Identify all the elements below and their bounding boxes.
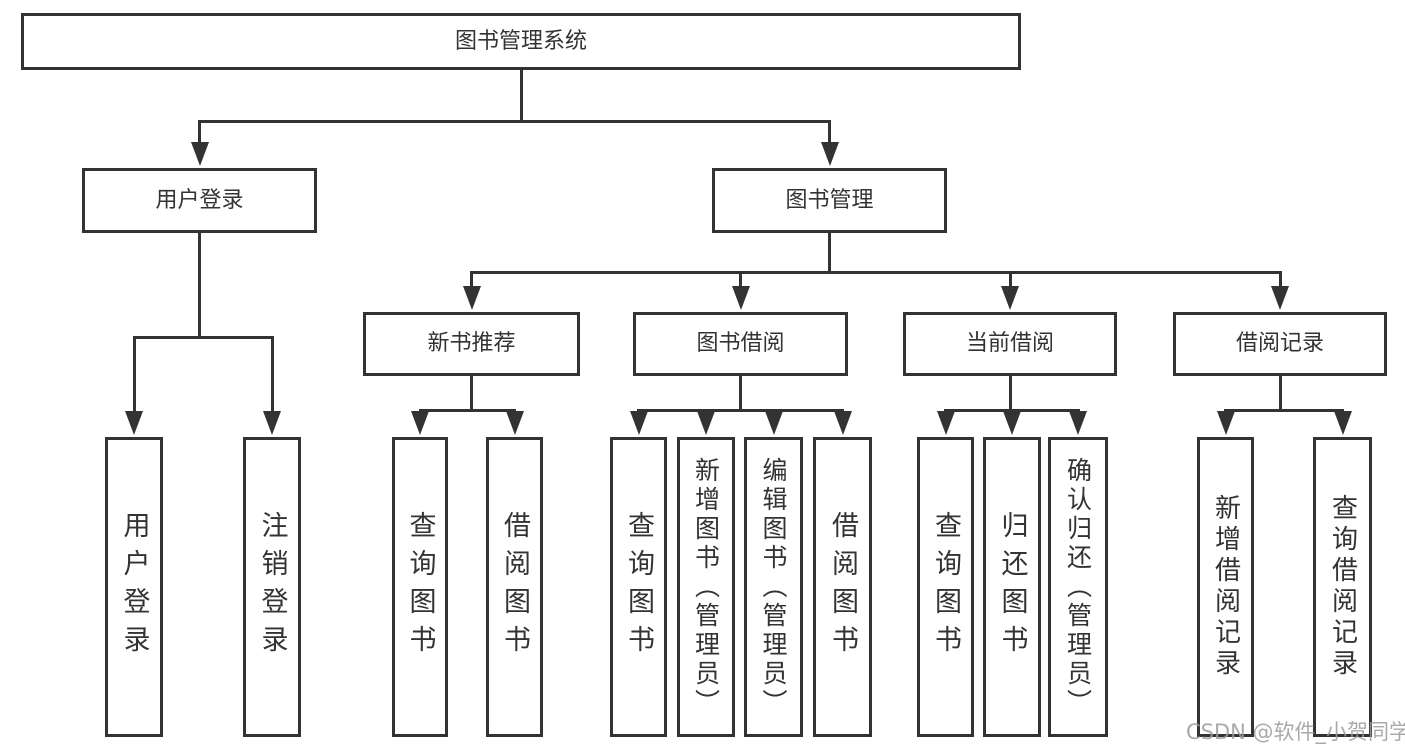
- node-new-book-rec: 新书推荐: [363, 312, 580, 376]
- arrowhead-down-icon: [1001, 286, 1019, 310]
- node-user-login-action: 用户登录: [105, 437, 163, 737]
- connector-line: [828, 233, 831, 271]
- connector-line: [198, 120, 201, 146]
- node-confirm-return: 确认归还（管理员）: [1048, 437, 1108, 737]
- node-label: 查询图书: [930, 511, 961, 663]
- node-label: 查询图书: [623, 511, 654, 663]
- node-borrow-book-1: 借阅图书: [486, 437, 543, 737]
- connector-line: [132, 336, 136, 415]
- connector-line: [198, 233, 201, 336]
- connector-line: [270, 336, 274, 415]
- connector-line: [1224, 409, 1344, 412]
- node-label: 确认归还（管理员）: [1063, 456, 1093, 718]
- node-label: 借阅图书: [827, 511, 858, 663]
- arrowhead-down-icon: [1003, 411, 1021, 435]
- node-borrow-records: 借阅记录: [1173, 312, 1387, 376]
- arrowhead-down-icon: [263, 411, 281, 435]
- node-user-login: 用户登录: [82, 168, 317, 233]
- arrowhead-down-icon: [462, 286, 481, 310]
- connector-line: [1278, 376, 1282, 409]
- arrowhead-down-icon: [505, 411, 524, 435]
- node-label: 图书管理: [785, 187, 874, 213]
- arrowhead-down-icon: [1271, 286, 1289, 310]
- node-label: 图书借阅: [696, 331, 785, 356]
- node-return-book: 归还图书: [983, 437, 1041, 737]
- node-add-borrow-record: 新增借阅记录: [1197, 437, 1254, 737]
- node-label: 借阅记录: [1235, 331, 1324, 356]
- arrowhead-down-icon: [125, 411, 143, 435]
- node-label: 注销登录: [256, 511, 288, 663]
- arrowhead-down-icon: [936, 411, 955, 435]
- arrowhead-down-icon: [1333, 411, 1352, 435]
- arrowhead-down-icon: [697, 411, 715, 435]
- connector-line: [1278, 271, 1282, 290]
- node-query-book-3: 查询图书: [917, 437, 974, 737]
- node-label: 当前借阅: [965, 331, 1054, 356]
- node-label: 编辑图书（管理员）: [759, 456, 788, 718]
- node-label: 归还图书: [996, 511, 1028, 663]
- node-label: 新增借阅记录: [1210, 494, 1241, 680]
- node-edit-book: 编辑图书（管理员）: [744, 437, 803, 737]
- arrowhead-down-icon: [731, 286, 750, 310]
- watermark: CSDN @软件_小贺同学: [1186, 720, 1405, 744]
- node-book-mgmt: 图书管理: [712, 168, 947, 233]
- node-label: 查询借阅记录: [1327, 494, 1358, 680]
- node-query-book-2: 查询图书: [610, 437, 667, 737]
- node-current-borrow: 当前借阅: [903, 312, 1117, 376]
- connector-line: [739, 271, 742, 290]
- node-label: 用户登录: [118, 511, 150, 663]
- arrowhead-down-icon: [411, 411, 429, 435]
- node-label: 借阅图书: [499, 511, 530, 663]
- connector-line: [132, 336, 274, 339]
- node-query-borrow-record: 查询借阅记录: [1313, 437, 1372, 737]
- connector-line: [828, 120, 831, 146]
- connector-line: [1008, 376, 1012, 409]
- arrowhead-down-icon: [833, 411, 852, 435]
- node-query-book-1: 查询图书: [392, 437, 448, 737]
- node-label: 图书管理系统: [454, 28, 587, 54]
- arrowhead-down-icon: [1216, 411, 1235, 435]
- node-label: 新书推荐: [427, 331, 516, 356]
- node-logout-action: 注销登录: [243, 437, 301, 737]
- node-label: 新增图书（管理员）: [691, 456, 721, 718]
- node-book-borrow: 图书借阅: [633, 312, 848, 376]
- connector-line: [470, 271, 1282, 274]
- connector-line: [637, 409, 844, 412]
- arrowhead-down-icon: [820, 142, 839, 166]
- node-system-root: 图书管理系统: [21, 13, 1021, 70]
- arrowhead-down-icon: [1069, 411, 1087, 435]
- connector-line: [739, 376, 742, 409]
- node-borrow-book-2: 借阅图书: [813, 437, 872, 737]
- node-add-book: 新增图书（管理员）: [677, 437, 735, 737]
- connector-line: [198, 120, 831, 123]
- connector-line: [470, 376, 473, 409]
- node-label: 用户登录: [155, 187, 244, 213]
- connector-line: [418, 409, 516, 412]
- connector-line: [1008, 271, 1012, 290]
- arrowhead-down-icon: [629, 411, 648, 435]
- connector-line: [470, 271, 473, 290]
- arrowhead-down-icon: [190, 142, 209, 166]
- node-label: 查询图书: [404, 511, 436, 663]
- connector-line: [519, 70, 523, 120]
- arrowhead-down-icon: [764, 411, 783, 435]
